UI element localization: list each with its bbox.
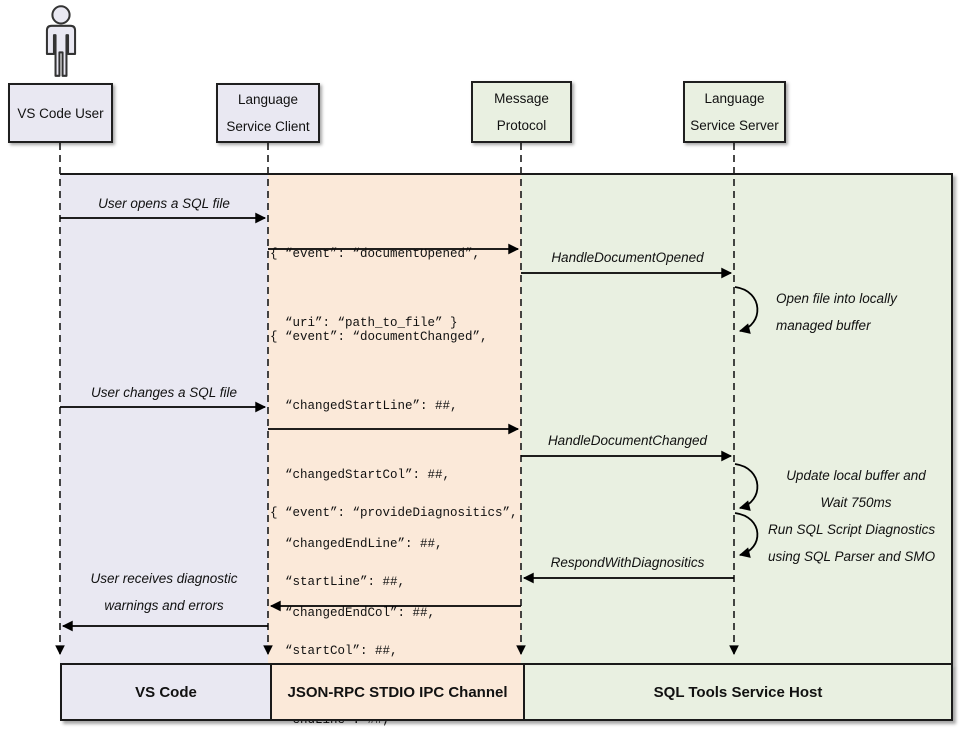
message-user-receives-diagnostics: User receives diagnostic warnings and er… [60,565,268,619]
json-line: { “event”: “documentChanged”, [270,330,488,344]
actor-label-line2: Service Client [226,119,310,134]
lane-vs-code [60,173,268,663]
footer-vs-code: VS Code [62,665,270,719]
json-line: “startCol”: ##, [270,644,398,658]
lane-json-rpc-channel [268,173,521,663]
message-line: warnings and errors [104,598,224,613]
message-user-opens-sql-file: User opens a SQL file [98,196,230,211]
json-document-opened: { “event”: “documentOpened”, “uri”: “pat… [270,197,480,381]
actor-box-message-protocol: Message Protocol [471,81,572,143]
actor-box-vs-code-user: VS Code User [8,83,113,143]
footer-sql-tools-service-host: SQL Tools Service Host [523,665,951,719]
note-line: Update local buffer and [786,468,926,483]
json-line: “changedEndLine”: ##, [270,537,443,551]
footer-json-rpc-channel: JSON-RPC STDIO IPC Channel [270,665,523,719]
note-line: Wait 750ms [820,495,892,510]
note-line: managed buffer [776,318,871,333]
message-handle-document-changed: HandleDocumentChanged [547,433,708,448]
actor-box-language-service-server: Language Service Server [683,81,786,143]
actor-label-line2: Service Server [690,118,779,133]
note-line: Run SQL Script Diagnostics [768,522,936,537]
message-respond-with-diagnostics: RespondWithDiagnositics [550,555,705,570]
json-line: “changedStartLine”: ##, [270,399,458,413]
self-loop-update-buffer [734,463,759,511]
self-loop-run-diagnostics [734,512,759,558]
actor-label-line1: Language [704,91,765,106]
note-open-file-into-buffer: Open file into locally managed buffer [776,285,897,339]
json-line: { “event”: “provideDiagnositics”, [270,506,518,520]
json-line: { “event”: “documentOpened”, [270,247,481,261]
message-handle-document-opened: HandleDocumentOpened [551,250,704,265]
json-line: “startLine”: ##, [270,575,406,589]
actor-box-language-service-client: Language Service Client [216,83,320,143]
note-line: Open file into locally [776,291,897,306]
json-line: “uri”: “path_to_file” } [270,316,458,330]
self-loop-open-file [734,286,759,334]
json-line: “changedEndCol”: ##, [270,606,436,620]
message-line: User receives diagnostic [90,571,238,586]
note-update-local-buffer: Update local buffer and Wait 750ms [770,462,942,516]
footer-row: VS Code JSON-RPC STDIO IPC Channel SQL T… [60,663,953,721]
message-user-changes-sql-file: User changes a SQL file [90,385,238,400]
actor-label-line1: Message [494,91,549,106]
actor-label-line2: Protocol [496,118,547,133]
actor-label: VS Code User [17,105,104,121]
lane-sql-tools-host [521,173,953,663]
note-run-sql-diagnostics: Run SQL Script Diagnostics using SQL Par… [768,516,935,570]
note-line: using SQL Parser and SMO [768,549,936,564]
json-line: “changedStartCol”: ##, [270,468,451,482]
actor-label-line1: Language [237,92,299,107]
user-actor-icon [45,5,77,77]
